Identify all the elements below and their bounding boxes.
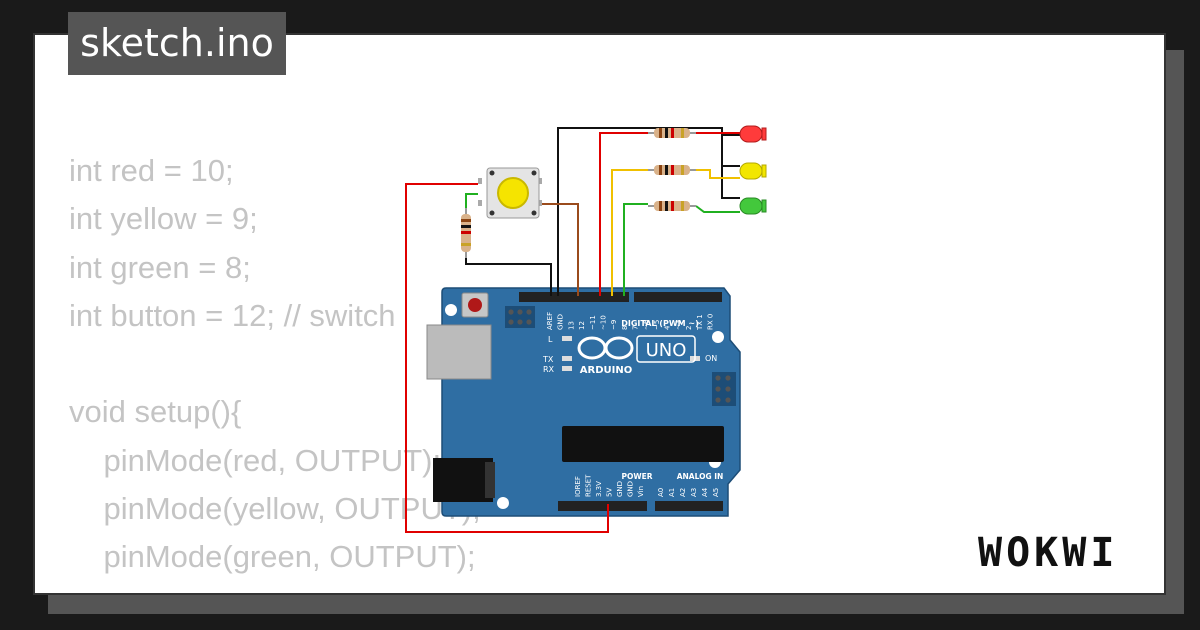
pin-label: ~3 <box>674 320 682 330</box>
code-line: pinMode(green, OUTPUT); <box>69 539 476 575</box>
pin-label: A3 <box>690 488 698 497</box>
code-line: int red = 10; <box>69 153 234 188</box>
uno-label-box <box>636 335 696 363</box>
wire-gnd-top <box>557 127 740 296</box>
pin-label: 13 <box>567 321 575 330</box>
pin-label: A5 <box>712 488 720 497</box>
led-rx-indicator <box>562 366 572 371</box>
pin-label: ~9 <box>610 320 618 330</box>
mount-hole <box>712 331 724 343</box>
wire-button-pin12 <box>540 203 579 296</box>
code-line: int green = 8; <box>69 249 251 285</box>
pin-label: 2 <box>685 326 693 330</box>
resistor-green <box>648 201 696 211</box>
pin-label: GND <box>616 481 624 497</box>
pulldown-resistor <box>461 208 471 258</box>
reset-button[interactable] <box>461 292 489 318</box>
file-tab[interactable]: sketch.ino <box>68 12 286 75</box>
led-red[interactable] <box>739 125 767 143</box>
pin-label: ~11 <box>589 315 597 330</box>
pin-label: A0 <box>657 488 665 497</box>
power-analog-headers <box>558 501 723 511</box>
wires <box>405 127 740 533</box>
resistor-red <box>648 128 696 138</box>
rx-label: RX <box>543 365 555 374</box>
led-green[interactable] <box>739 197 767 215</box>
code-preview: int red = 10; int yellow = 9; int green = … <box>69 147 481 593</box>
tx-label: TX <box>542 355 554 364</box>
wire-gnd-pulldown <box>465 256 552 296</box>
board-model: UNO <box>646 340 687 361</box>
arduino-uno-board[interactable]: UNO ARDUINO DIGITAL (PWM ~) POWER ANALOG… <box>426 287 741 517</box>
power-header-label: POWER <box>621 472 652 481</box>
push-button[interactable] <box>478 167 542 219</box>
atmega-chip <box>562 426 724 462</box>
pin-label: 7 <box>632 326 640 330</box>
digital-header <box>519 292 722 302</box>
wire-pin10-red <box>599 132 648 296</box>
mount-hole <box>445 304 457 316</box>
icsp2-header <box>712 372 736 406</box>
board-brand: ARDUINO <box>580 365 632 376</box>
pin-label: A1 <box>668 488 676 497</box>
on-label: ON <box>705 354 717 363</box>
pin-label: GND <box>627 481 635 497</box>
power-jack <box>433 458 495 502</box>
led-l-indicator <box>562 336 572 341</box>
pin-label: Vin <box>637 486 645 497</box>
pin-label: ~5 <box>653 320 661 330</box>
pin-label: 5V <box>606 488 614 497</box>
icsp-header <box>505 306 535 328</box>
pin-label: ~6 <box>642 319 650 330</box>
wire-pin8-green <box>623 203 648 296</box>
code-line: pinMode(button, INPUT); <box>69 582 481 593</box>
pin-label: RX 0 <box>707 314 715 330</box>
pin-label: 8 <box>621 326 629 330</box>
wokwi-logo: WOKWI <box>978 530 1119 576</box>
digital-header-label: DIGITAL (PWM ~) <box>621 319 699 328</box>
pin-label: RESET <box>585 474 593 497</box>
pin-label: A4 <box>701 487 709 497</box>
led-resistors <box>648 128 696 211</box>
pin-label: IOREF <box>574 476 582 497</box>
code-line: pinMode(red, OUTPUT); <box>69 442 442 478</box>
code-line: void setup(){ <box>69 394 242 430</box>
code-line: int yellow = 9; <box>69 201 258 237</box>
pin-label: 12 <box>578 321 586 330</box>
analog-header-label: ANALOG IN <box>677 472 724 481</box>
wire-button-pulldown <box>465 193 478 210</box>
pin-label: A2 <box>679 488 687 497</box>
led-tx-indicator <box>562 356 572 361</box>
pin-label: GND <box>557 314 565 330</box>
arduino-logo-icon <box>577 336 634 360</box>
wire-pin9-yellow <box>611 169 648 296</box>
code-line: int button = 12; // switch <box>69 297 396 333</box>
usb-connector <box>426 324 492 380</box>
wire-res-led-yellow <box>696 169 740 179</box>
pin-label: 4 <box>664 325 672 330</box>
pin-label: 3.3V <box>595 481 603 497</box>
led-yellow[interactable] <box>739 162 767 180</box>
pin-label: AREF <box>546 312 554 330</box>
button-cap <box>497 177 529 209</box>
l-label: L <box>548 335 553 344</box>
pin-label: ~10 <box>600 315 608 330</box>
wire-5v <box>405 183 609 533</box>
resistor-yellow <box>648 165 696 175</box>
wire-res-led-green <box>695 205 740 213</box>
pin-label: TX 1 <box>696 314 704 331</box>
mount-hole <box>497 497 509 509</box>
